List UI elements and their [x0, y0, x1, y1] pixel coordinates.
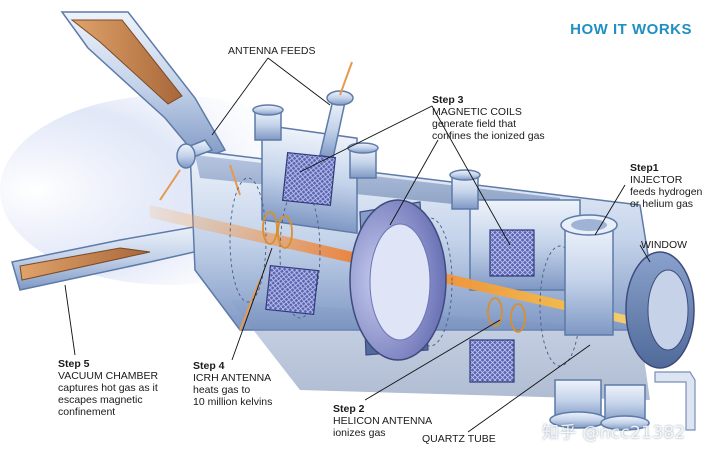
- label-step2: Step 2 HELICON ANTENNA ionizes gas: [333, 403, 433, 439]
- injector-assembly: [560, 214, 618, 336]
- label-step4: Step 4 ICRH ANTENNA heats gas to 10 mill…: [193, 360, 273, 408]
- label-antenna-feeds: ANTENNA FEEDS: [228, 45, 316, 57]
- lower-support-flanges: [549, 379, 650, 431]
- page-heading: HOW IT WORKS: [570, 21, 692, 38]
- antenna-feed-leads: [159, 61, 353, 331]
- label-step3: Step 3 MAGNETIC COILS generate field tha…: [432, 94, 545, 142]
- label-step5: Step 5 VACUUM CHAMBER captures hot gas a…: [58, 358, 159, 418]
- callout-leader-lines: [64, 57, 651, 433]
- label-window: WINDOW: [641, 239, 688, 251]
- grid-coils: [265, 151, 535, 383]
- label-quartz-tube: QUARTZ TUBE: [422, 433, 496, 445]
- window-flange: [625, 251, 695, 369]
- central-magnetic-coil: [349, 199, 447, 361]
- antenna-loops: [262, 211, 526, 333]
- port-flanges: [252, 104, 481, 210]
- watermark: 知乎 @ncc21382: [542, 423, 686, 443]
- label-step1: Step1 INJECTOR feeds hydrogen or helium …: [630, 162, 703, 210]
- antenna-feed-pipes: [176, 90, 354, 169]
- gas-feed-tube: [654, 371, 696, 431]
